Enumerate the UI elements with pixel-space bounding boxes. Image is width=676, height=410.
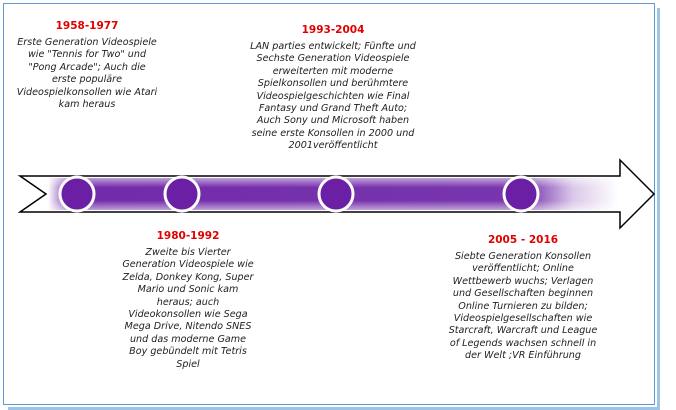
event-2005-2016: 2005 - 2016 Siebte Generation Konsollen … <box>448 234 598 363</box>
event-date: 1980-1992 <box>156 230 220 242</box>
timeline-node-1993-2004 <box>317 175 355 213</box>
event-description: Siebte Generation Konsollen veröffentlic… <box>448 251 598 362</box>
frame-shadow <box>8 8 660 410</box>
event-description: Erste Generation Videospiele wie "Tennis… <box>16 37 158 111</box>
timeline-node-2005-2016 <box>502 175 540 213</box>
event-date: 2005 - 2016 <box>487 234 559 246</box>
event-1980-1992: 1980-1992 Zweite bis Vierter Generation … <box>120 230 256 371</box>
timeline-node-1980-1992 <box>163 175 201 213</box>
event-date: 1993-2004 <box>301 24 365 36</box>
event-1993-2004: 1993-2004 LAN parties entwickelt; Fünfte… <box>248 24 418 153</box>
timeline-node-1958-1977 <box>58 175 96 213</box>
event-1958-1977: 1958-1977 Erste Generation Videospiele w… <box>16 20 158 111</box>
event-description: LAN parties entwickelt; Fünfte und Sechs… <box>250 41 416 152</box>
diagram-frame <box>3 3 655 405</box>
event-date: 1958-1977 <box>55 20 119 32</box>
event-description: Zweite bis Vierter Generation Videospiel… <box>122 247 254 370</box>
